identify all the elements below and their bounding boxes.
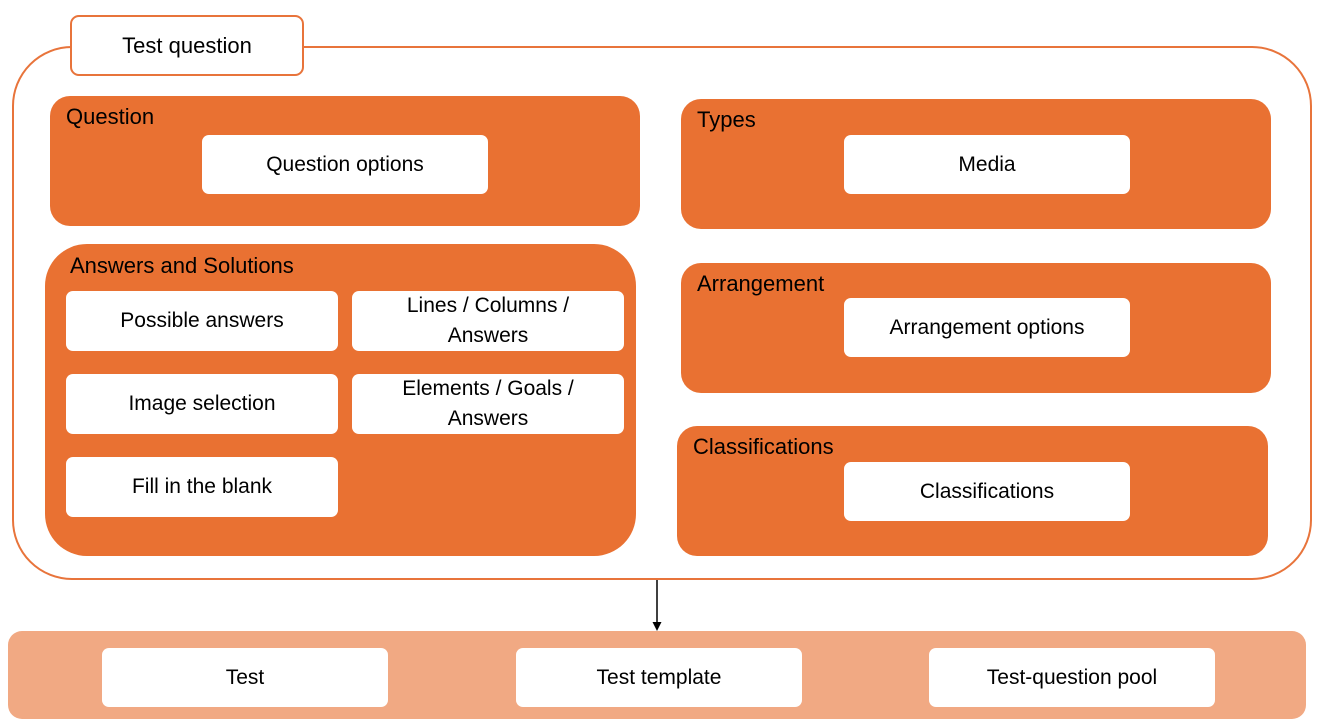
question-options-box: Question options (202, 135, 488, 194)
arrangement-options-box: Arrangement options (844, 298, 1130, 357)
test-box: Test (102, 648, 388, 707)
answers-solutions-panel: Answers and Solutions Possible answers L… (45, 244, 636, 556)
arrow-down-icon (652, 580, 662, 631)
elements-goals-answers-box: Elements / Goals / Answers (352, 374, 624, 434)
classifications-box: Classifications (844, 462, 1130, 521)
types-panel-label: Types (697, 107, 756, 132)
output-band: Test Test template Test-question pool (8, 631, 1306, 719)
question-panel-label: Question (66, 104, 155, 129)
classifications-panel: Classifications Classifications (677, 426, 1268, 556)
question-panel: Question Question options (50, 96, 640, 226)
types-panel: Types Media (681, 99, 1271, 229)
test-question-title: Test question (70, 15, 304, 76)
arrangement-panel: Arrangement Arrangement options (681, 263, 1271, 393)
image-selection-box: Image selection (66, 374, 338, 434)
test-question-pool-box: Test-question pool (929, 648, 1215, 707)
fill-in-the-blank-box: Fill in the blank (66, 457, 338, 517)
test-template-box: Test template (516, 648, 802, 707)
arrangement-panel-label: Arrangement (697, 271, 825, 296)
lines-columns-answers-box: Lines / Columns / Answers (352, 291, 624, 351)
classifications-panel-label: Classifications (693, 434, 834, 459)
media-box: Media (844, 135, 1130, 194)
possible-answers-box: Possible answers (66, 291, 338, 351)
answers-solutions-panel-label: Answers and Solutions (70, 253, 294, 278)
